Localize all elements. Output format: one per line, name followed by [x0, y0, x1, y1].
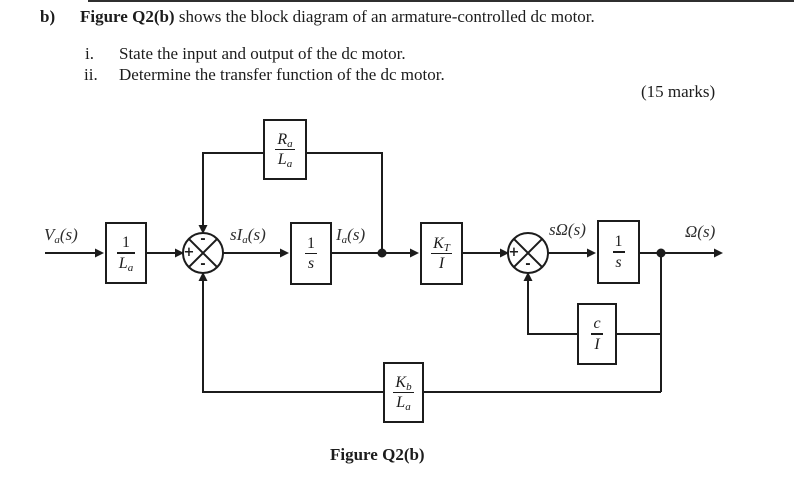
arrowheads [95, 225, 723, 281]
figure-caption: Figure Q2(b) [330, 445, 425, 464]
question-intro: Figure Q2(b) shows the block diagram of … [80, 7, 595, 27]
branch-point-omega [656, 248, 666, 258]
arrowhead-into-int1 [280, 248, 289, 258]
sum1-sign-left: + [183, 245, 195, 260]
question-intro-text: shows the block diagram of an armature-c… [174, 7, 595, 26]
fraction-bar [431, 252, 452, 255]
fraction-bar [275, 148, 295, 151]
question-item-label: b) [40, 7, 56, 26]
sum2-cross [513, 238, 543, 268]
fraction-bar [305, 252, 317, 255]
sum2-sign-bottom: - [525, 257, 531, 272]
figure-reference: Figure Q2(b) [80, 7, 175, 26]
sum1-sign-bottom: - [200, 257, 206, 272]
arrowhead-into-kt [410, 248, 419, 258]
signal-label-omega: Ω(s) [685, 222, 716, 241]
arrowhead-into-int2 [587, 248, 596, 258]
line-fb3-left [202, 281, 383, 393]
fraction-bar [393, 391, 414, 394]
arrowhead-output [714, 248, 723, 258]
scan-artifact-line [88, 0, 794, 2]
marks-label: (15 marks) [641, 82, 716, 101]
line-fb1-left [202, 152, 263, 227]
arrowhead-sum1-top [198, 225, 208, 234]
subitem-i-number: i. [85, 44, 94, 63]
signal-lines [45, 152, 716, 393]
fraction-bar [612, 251, 625, 253]
summing-junction-1 [182, 232, 224, 274]
arrowhead-into-sum1 [175, 248, 184, 258]
subitem-i-text: State the input and output of the dc mot… [119, 44, 406, 63]
sum1-sign-top: - [200, 232, 206, 247]
subitem-ii-number: ii. [84, 65, 98, 84]
arrowhead-sum2-bottom [523, 272, 533, 281]
signal-label-sia: sIa(s) [230, 225, 266, 246]
sum1-cross [188, 238, 218, 268]
signal-label-somega: sΩ(s) [549, 220, 586, 239]
subitem-ii-text: Determine the transfer function of the d… [119, 65, 445, 84]
arrowhead-into-b1 [95, 248, 104, 258]
arrowhead-sum1-bottom [198, 272, 208, 281]
arrowhead-into-sum2 [500, 248, 509, 258]
sum2-sign-left: + [508, 245, 520, 260]
signal-label-ia: Ia(s) [336, 225, 366, 246]
line-fb1-right [307, 152, 383, 253]
summing-junction-2 [507, 232, 549, 274]
line-fb2-left [527, 281, 577, 335]
fraction-bar [116, 252, 136, 254]
signal-label-va: Va(s) [44, 225, 78, 246]
branch-point-ia [377, 248, 387, 258]
fraction-bar [591, 333, 603, 335]
